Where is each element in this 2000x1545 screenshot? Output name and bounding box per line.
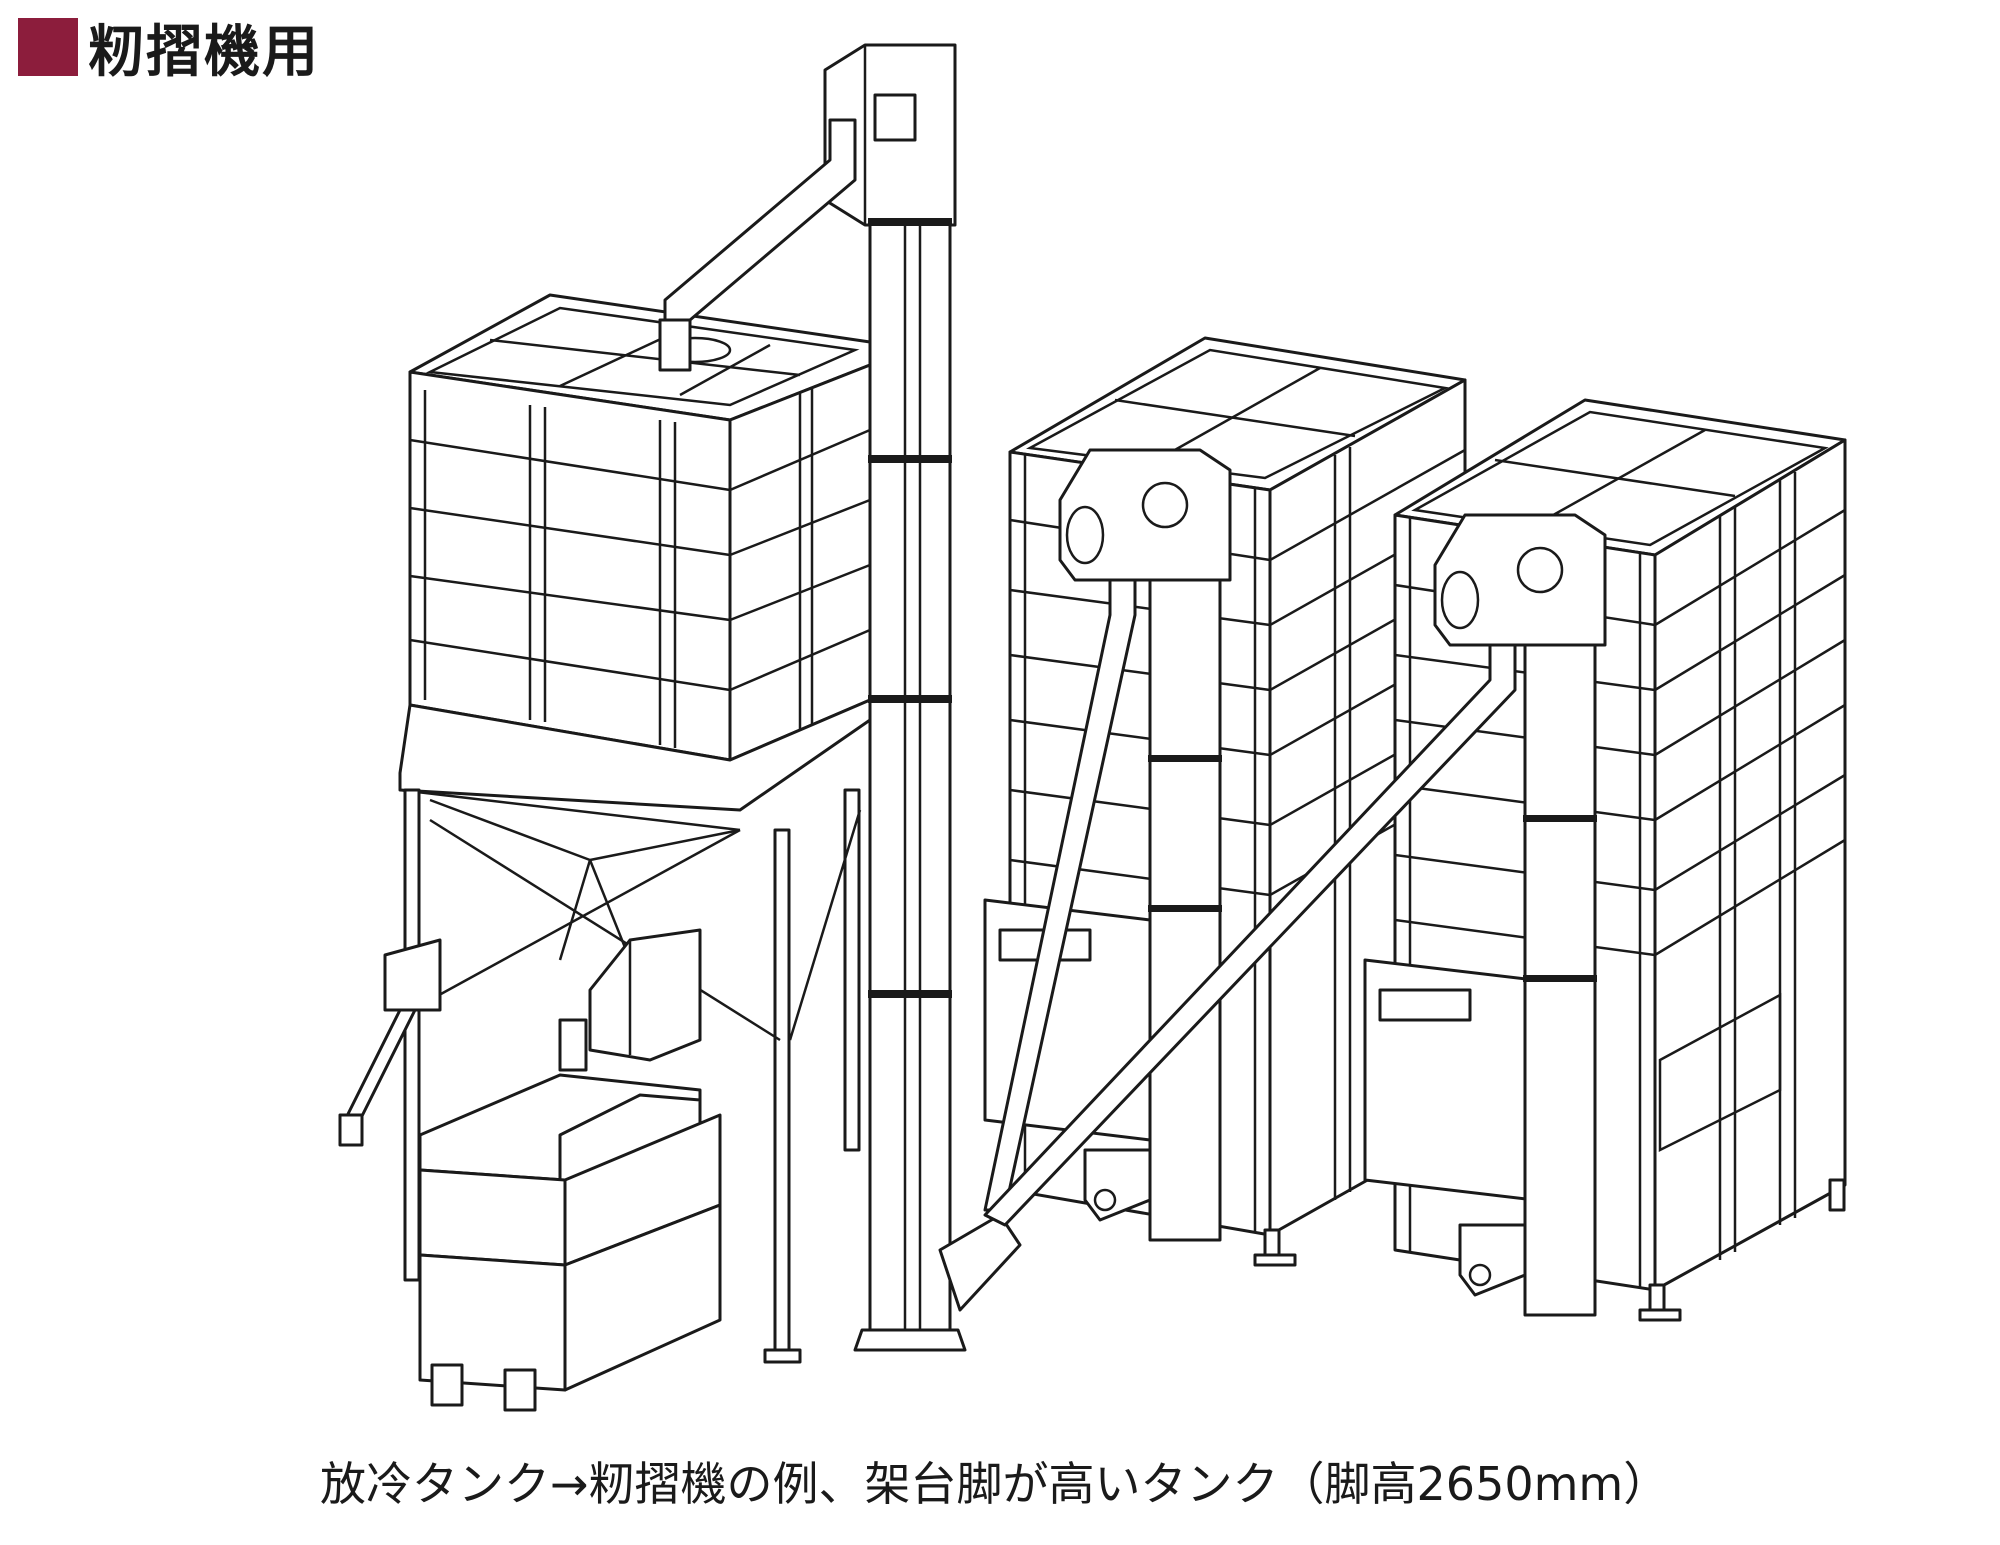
heading-marker-square [18,18,78,76]
section-heading: 籾摺機用 [18,12,320,85]
raised-cooling-tank [398,293,872,1364]
bucket-elevator-tall [658,43,967,1352]
heading-title: 籾摺機用 [88,19,320,85]
figure-caption: 放冷タンク→籾摺機の例、架台脚が高いタンク（脚高2650mm） [320,1457,1670,1511]
cooling-tank-right [983,398,1847,1322]
husker-machine [338,928,722,1412]
